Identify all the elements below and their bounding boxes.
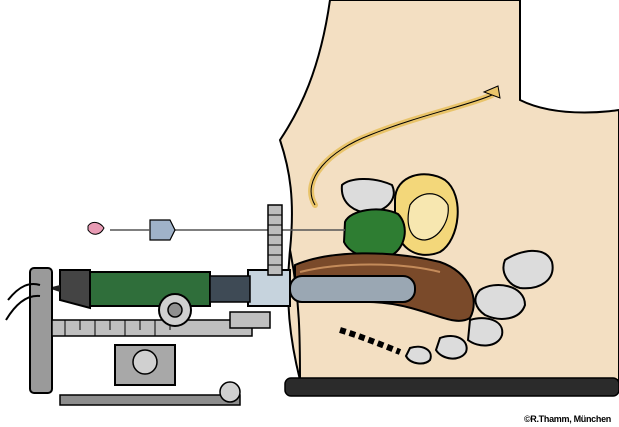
bladder bbox=[395, 174, 458, 255]
prostate bbox=[344, 209, 405, 257]
patient-table bbox=[285, 378, 619, 396]
copyright-credit: ©R.Thamm, München bbox=[524, 414, 611, 424]
needle-template bbox=[268, 205, 282, 275]
ultrasound-probe bbox=[48, 270, 415, 308]
